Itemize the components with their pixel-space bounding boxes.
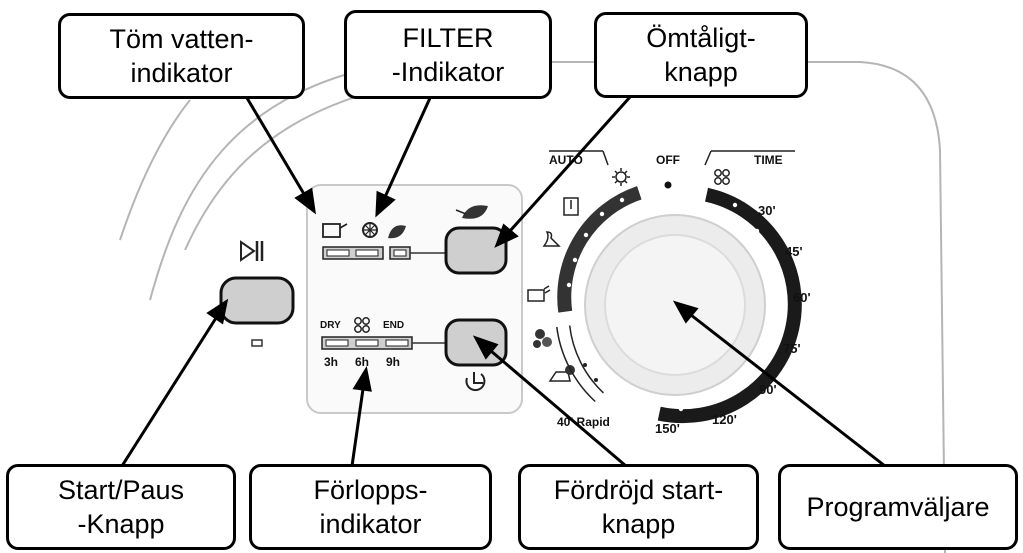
off-label: OFF xyxy=(656,153,680,167)
indicator-panel-frame xyxy=(306,184,523,414)
progress-led-6h xyxy=(355,339,379,347)
callout-line: indikator xyxy=(130,58,233,88)
delicate-led xyxy=(393,249,407,257)
rapid-ring-outer xyxy=(556,326,596,403)
start-pause-led xyxy=(251,339,263,347)
pointer-arrows xyxy=(120,95,886,468)
delay-start-button[interactable] xyxy=(444,318,508,367)
off-dot xyxy=(664,181,672,189)
program-selector-area: AUTO OFF TIME xyxy=(527,150,811,436)
callout-line: Programväljare xyxy=(806,492,990,522)
delay-start-arrow xyxy=(472,335,627,468)
program-selector-arrow xyxy=(672,300,886,468)
time-150-label: 150' xyxy=(655,421,680,436)
filter-arrow xyxy=(375,97,432,218)
callout-line: knapp xyxy=(601,509,676,539)
start-pause-area xyxy=(219,240,295,347)
hour-label: 6h xyxy=(355,355,369,369)
time-ring xyxy=(657,187,802,424)
progress-arrow xyxy=(350,365,372,467)
rapid-label: 40' Rapid xyxy=(557,415,610,429)
indicator-panel: DRY END 3h 6h 9h xyxy=(306,184,523,414)
delicate-small-icon xyxy=(388,225,406,239)
callout-empty-water-indicator: Töm vatten- indikator xyxy=(58,13,305,99)
callout-line: indikator xyxy=(319,509,422,539)
clock-icon xyxy=(465,372,486,392)
callout-progress-indicator: Förlopps- indikator xyxy=(249,464,492,550)
callout-filter-indicator: FILTER -Indikator xyxy=(344,10,552,99)
filter-icon xyxy=(362,222,378,238)
rapid-dots xyxy=(583,363,598,382)
time-label: TIME xyxy=(754,153,783,167)
delicate-icon xyxy=(455,205,488,219)
callout-line: Förlopps- xyxy=(313,475,428,505)
callout-line: FILTER xyxy=(402,22,494,53)
filter-led xyxy=(355,249,379,257)
cupboard-icon xyxy=(563,197,579,216)
start-pause-arrow xyxy=(120,298,229,467)
ring-dots xyxy=(566,197,777,412)
callout-delay-start-button: Fördröjd start- knapp xyxy=(518,464,759,550)
progress-led-3h xyxy=(325,339,349,347)
towel-icon xyxy=(527,285,551,302)
hour-label: 9h xyxy=(386,355,400,369)
callout-line: Töm vatten- xyxy=(109,24,254,54)
time-dry-icon xyxy=(714,169,730,185)
progress-led-9h xyxy=(385,339,409,347)
callout-line: Fördröjd start- xyxy=(553,475,724,505)
empty-water-arrow xyxy=(245,97,317,215)
time-60-label: 60' xyxy=(793,290,811,305)
empty-water-icon xyxy=(322,223,348,238)
delicate-button[interactable] xyxy=(444,226,508,275)
callout-line: -Indikator xyxy=(391,56,505,87)
time-75-label: 75' xyxy=(783,341,801,356)
play-pause-icon xyxy=(240,240,264,262)
callout-delicate-button: Ömtåligt- knapp xyxy=(594,12,808,98)
time-30-label: 30' xyxy=(758,203,776,218)
program-dial[interactable] xyxy=(584,214,766,396)
rapid-ring xyxy=(568,325,604,394)
wool-icon xyxy=(533,329,552,348)
callout-line: Ömtåligt- xyxy=(646,23,756,53)
hour-label: 3h xyxy=(324,355,338,369)
empty-water-led xyxy=(326,249,350,257)
dry-label: DRY xyxy=(320,320,341,331)
callout-line: -Knapp xyxy=(77,509,165,539)
delicate-arrow xyxy=(494,95,632,248)
sun-icon xyxy=(612,168,630,186)
time-120-label: 120' xyxy=(712,412,737,427)
callout-start-pause-button: Start/Paus -Knapp xyxy=(6,464,236,550)
time-45-label: 45' xyxy=(785,244,803,259)
callout-program-selector: Programväljare xyxy=(778,464,1018,550)
end-label: END xyxy=(383,320,404,331)
auto-label: AUTO xyxy=(549,153,583,167)
callout-line: knapp xyxy=(664,57,738,87)
time-90-label: 90' xyxy=(759,382,777,397)
start-pause-button[interactable] xyxy=(219,276,295,325)
dry-icon xyxy=(354,317,370,333)
hanger-icon xyxy=(542,231,561,247)
callout-line: Start/Paus xyxy=(57,475,185,505)
